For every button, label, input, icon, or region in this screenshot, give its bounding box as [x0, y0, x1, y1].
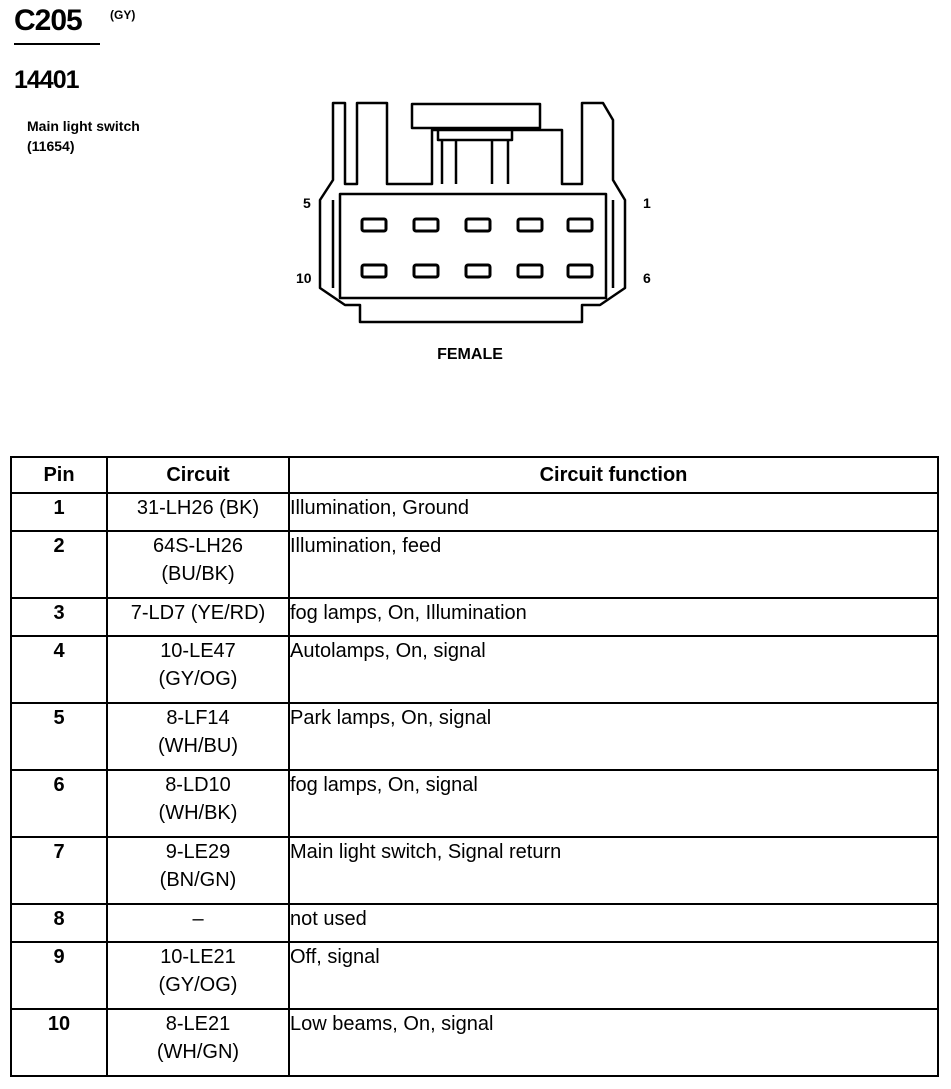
table-row: 3 7-LD7 (YE/RD) fog lamps, On, Illuminatio…: [10, 597, 939, 637]
component-name: Main light switch: [27, 118, 140, 134]
pin-label-6: 6: [643, 270, 651, 286]
pin-number-cell: 7: [10, 836, 108, 905]
pin-number-cell: 8: [10, 903, 108, 943]
circuit-text-line: 8-LD10: [165, 774, 231, 796]
connector-id: C205: [14, 4, 83, 37]
table-row: 9 10-LE21 (GY/OG) Off, signal: [10, 941, 939, 1010]
circuit-function-cell: Park lamps, On, signal: [288, 702, 939, 771]
circuit-text-line: (WH/BU): [158, 735, 238, 757]
terminal-cavity-pin-1: [566, 217, 594, 233]
part-number: 14401: [14, 66, 80, 94]
terminal-cavity-pin-4: [412, 217, 440, 233]
circuit-text-line: (BU/BK): [161, 563, 235, 585]
circuit-text-line: 10-LE47: [160, 640, 236, 662]
connector-latch: [410, 102, 542, 130]
circuit-text-line: (WH/GN): [156, 1041, 240, 1063]
table-row: 1 31-LH26 (BK) Illumination, Ground: [10, 492, 939, 532]
connector-face-diagram: [318, 101, 627, 324]
circuit-text-line: 64S-LH26: [152, 535, 244, 557]
circuit-text-line: (GY/OG): [158, 668, 238, 690]
connector-id-underline: [14, 43, 100, 45]
pin-number-cell: 4: [10, 635, 108, 704]
circuit-function-cell: not used: [288, 903, 939, 943]
pin-number-cell: 6: [10, 769, 108, 838]
pin-number-cell: 9: [10, 941, 108, 1010]
pin-number-cell: 2: [10, 530, 108, 599]
terminal-cavity-pin-7: [516, 263, 544, 279]
circuit-function-cell: Off, signal: [288, 941, 939, 1010]
terminal-cavity-pin-9: [412, 263, 440, 279]
terminal-cavity-pin-6: [566, 263, 594, 279]
terminal-cavity-pin-10: [360, 263, 388, 279]
circuit-cell: 64S-LH26 (BU/BK): [106, 530, 290, 599]
pin-number-cell: 1: [10, 492, 108, 532]
circuit-cell: 7-LD7 (YE/RD): [106, 597, 290, 637]
circuit-text-line: –: [192, 908, 204, 930]
circuit-text-line: (WH/BK): [158, 802, 238, 824]
circuit-cell: 8-LD10 (WH/BK): [106, 769, 290, 838]
circuit-cell: 9-LE29 (BN/GN): [106, 836, 290, 905]
circuit-function-cell: fog lamps, On, Illumination: [288, 597, 939, 637]
terminal-cavity-pin-5: [360, 217, 388, 233]
connector-gender-label: FEMALE: [437, 346, 503, 363]
circuit-function-column-header: Circuit function: [288, 456, 939, 494]
circuit-function-cell: Main light switch, Signal return: [288, 836, 939, 905]
circuit-text-line: 31-LH26 (BK): [136, 497, 260, 519]
table-row: 6 8-LD10 (WH/BK) fog lamps, On, signal: [10, 769, 939, 838]
terminal-cavity-pin-2: [516, 217, 544, 233]
pin-label-1: 1: [643, 195, 651, 211]
table-row: 2 64S-LH26 (BU/BK) Illumination, feed: [10, 530, 939, 599]
circuit-function-cell: Low beams, On, signal: [288, 1008, 939, 1077]
pin-column-header: Pin: [10, 456, 108, 494]
circuit-function-cell: Illumination, Ground: [288, 492, 939, 532]
pin-number-cell: 3: [10, 597, 108, 637]
pinout-table: Pin Circuit Circuit function 1 31-LH26 (B…: [10, 456, 939, 1077]
connector-cavity: [338, 192, 608, 300]
circuit-function-cell: Autolamps, On, signal: [288, 635, 939, 704]
circuit-text-line: 8-LF14: [166, 707, 230, 729]
circuit-text-line: (GY/OG): [158, 974, 238, 996]
table-row: 5 8-LF14 (WH/BU) Park lamps, On, signal: [10, 702, 939, 771]
circuit-cell: 10-LE47 (GY/OG): [106, 635, 290, 704]
circuit-text-line: 9-LE29: [165, 841, 231, 863]
circuit-text-line: 8-LE21: [165, 1013, 231, 1035]
circuit-function-cell: Illumination, feed: [288, 530, 939, 599]
circuit-cell: 8-LE21 (WH/GN): [106, 1008, 290, 1077]
circuit-cell: 8-LF14 (WH/BU): [106, 702, 290, 771]
pin-label-10: 10: [296, 270, 312, 286]
circuit-text-line: (BN/GN): [159, 869, 237, 891]
pin-label-5: 5: [303, 195, 311, 211]
connector-color-code: (GY): [110, 8, 136, 22]
table-row: 8 – not used: [10, 903, 939, 943]
table-row: 4 10-LE47 (GY/OG) Autolamps, On, signal: [10, 635, 939, 704]
table-row: 7 9-LE29 (BN/GN) Main light switch, Signal …: [10, 836, 939, 905]
circuit-text-line: 7-LD7 (YE/RD): [130, 602, 266, 624]
circuit-cell: 10-LE21 (GY/OG): [106, 941, 290, 1010]
table-row: 10 8-LE21 (WH/GN) Low beams, On, signal: [10, 1008, 939, 1077]
component-reference: (11654): [27, 138, 75, 154]
terminal-cavity-pin-3: [464, 217, 492, 233]
terminal-cavity-pin-8: [464, 263, 492, 279]
circuit-cell: –: [106, 903, 290, 943]
pin-number-cell: 10: [10, 1008, 108, 1077]
connector-housing-outline: [318, 101, 627, 324]
circuit-function-cell: fog lamps, On, signal: [288, 769, 939, 838]
circuit-text-line: 10-LE21: [160, 946, 236, 968]
pin-number-cell: 5: [10, 702, 108, 771]
circuit-cell: 31-LH26 (BK): [106, 492, 290, 532]
circuit-column-header: Circuit: [106, 456, 290, 494]
